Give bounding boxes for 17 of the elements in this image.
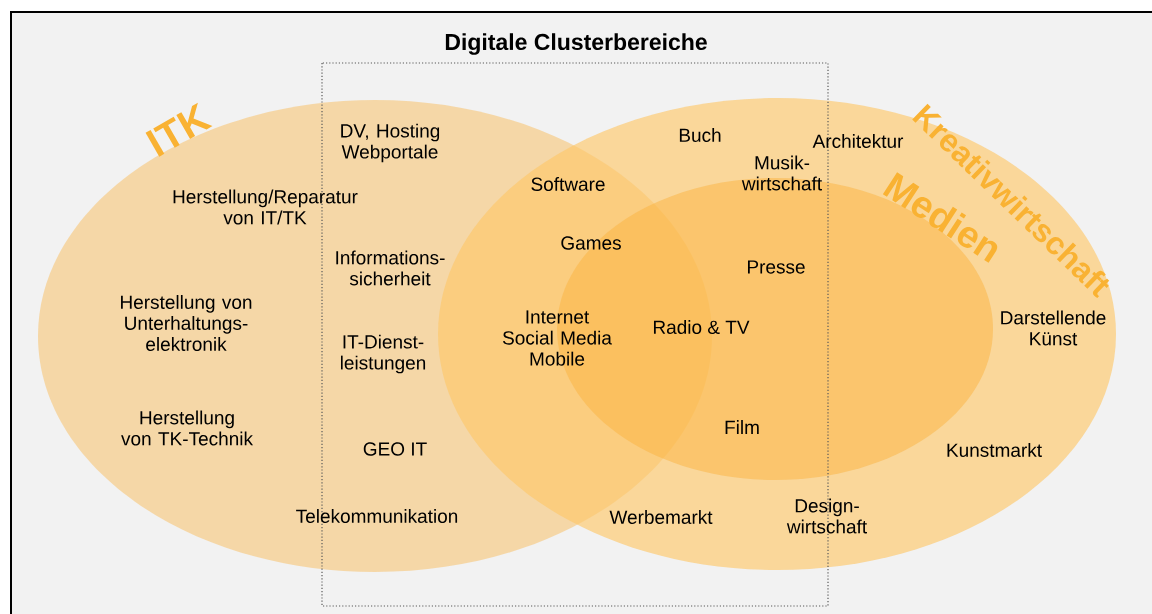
sector-label: Herstellung von Unterhaltungs- elektronik xyxy=(121,295,252,351)
sector-label: Design- wirtschaft xyxy=(786,498,867,534)
sector-label: Musik- wirtschaft xyxy=(741,155,822,191)
sector-label: Software xyxy=(531,177,605,191)
sector-label: Games xyxy=(561,236,621,250)
sector-label: Herstellung/Reparatur von IT/TK xyxy=(173,189,358,225)
sector-label: IT-Dienst- leistungen xyxy=(341,334,426,374)
sector-label: Internet Social Media Mobile xyxy=(502,310,612,366)
sector-label: Kunstmarkt xyxy=(947,443,1042,457)
sector-label: DV, Hosting Webportale xyxy=(341,123,440,163)
sector-label: Werbemarkt xyxy=(609,510,713,524)
sector-label: Presse xyxy=(748,260,805,274)
title: Digitale Clusterbereiche xyxy=(445,33,707,55)
sector-label: Film xyxy=(725,420,759,434)
sector-label: GEO IT xyxy=(363,442,427,456)
sector-label: Herstellung von TK-Technik xyxy=(121,410,253,446)
sector-label: Architektur xyxy=(812,134,904,148)
